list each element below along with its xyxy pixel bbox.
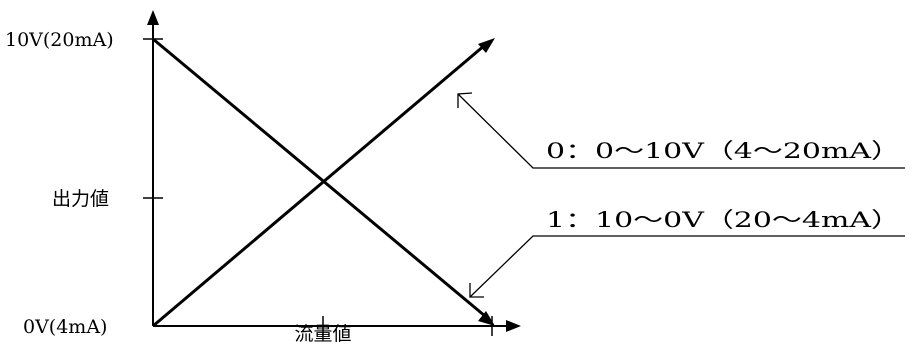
callout-leader-0: [457, 93, 905, 169]
y-min-label: 0V(4mA): [23, 316, 107, 338]
line-setting-1: [152, 37, 486, 318]
line-setting-0-arrowhead: [478, 38, 495, 53]
callout-label-0: 0：0～10V（4～20mA）: [546, 139, 901, 163]
line-setting-1-arrowhead: [478, 311, 495, 326]
callout-arrow-1: [469, 283, 484, 298]
callout-arrow-0: [457, 92, 473, 108]
y-max-label: 10V(20mA): [5, 29, 114, 51]
y-axis-title: 出力値: [52, 188, 109, 210]
x-axis-title: 流量値: [294, 323, 351, 345]
x-axis-arrowhead: [506, 320, 521, 332]
line-setting-0: [152, 43, 486, 328]
y-axis-arrowhead: [147, 10, 159, 25]
callout-label-1: 1：10～0V（20～4mA）: [546, 208, 901, 232]
callout-leader-1: [469, 235, 905, 298]
